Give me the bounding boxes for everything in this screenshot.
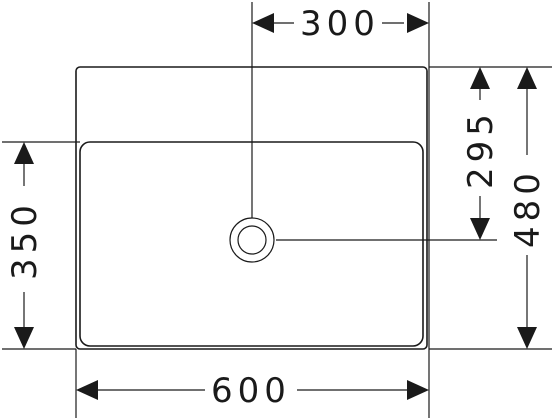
dimension-label-480: 480 bbox=[508, 168, 548, 248]
arrowhead-left bbox=[252, 13, 274, 33]
drain-inner-ring bbox=[237, 225, 267, 255]
dimension-295: 295 bbox=[461, 67, 501, 240]
dimension-label-300: 300 bbox=[300, 4, 380, 44]
dimension-label-600: 600 bbox=[211, 371, 291, 411]
arrowhead-down bbox=[470, 218, 490, 240]
dimension-label-295: 295 bbox=[461, 109, 501, 189]
arrowhead-right bbox=[407, 380, 429, 400]
arrowhead-down bbox=[517, 327, 537, 349]
arrowhead-up bbox=[517, 67, 537, 89]
dimension-600: 600 bbox=[76, 371, 429, 411]
arrowhead-right bbox=[407, 13, 429, 33]
dimension-300: 300 bbox=[252, 4, 429, 44]
arrowhead-up bbox=[470, 67, 490, 89]
dimension-label-350: 350 bbox=[5, 200, 45, 280]
arrowhead-up bbox=[14, 142, 34, 164]
dimension-350: 350 bbox=[5, 142, 45, 349]
drain-outer-ring bbox=[229, 217, 275, 263]
dimension-480: 480 bbox=[508, 67, 548, 349]
arrowhead-left bbox=[76, 380, 98, 400]
arrowhead-down bbox=[14, 327, 34, 349]
